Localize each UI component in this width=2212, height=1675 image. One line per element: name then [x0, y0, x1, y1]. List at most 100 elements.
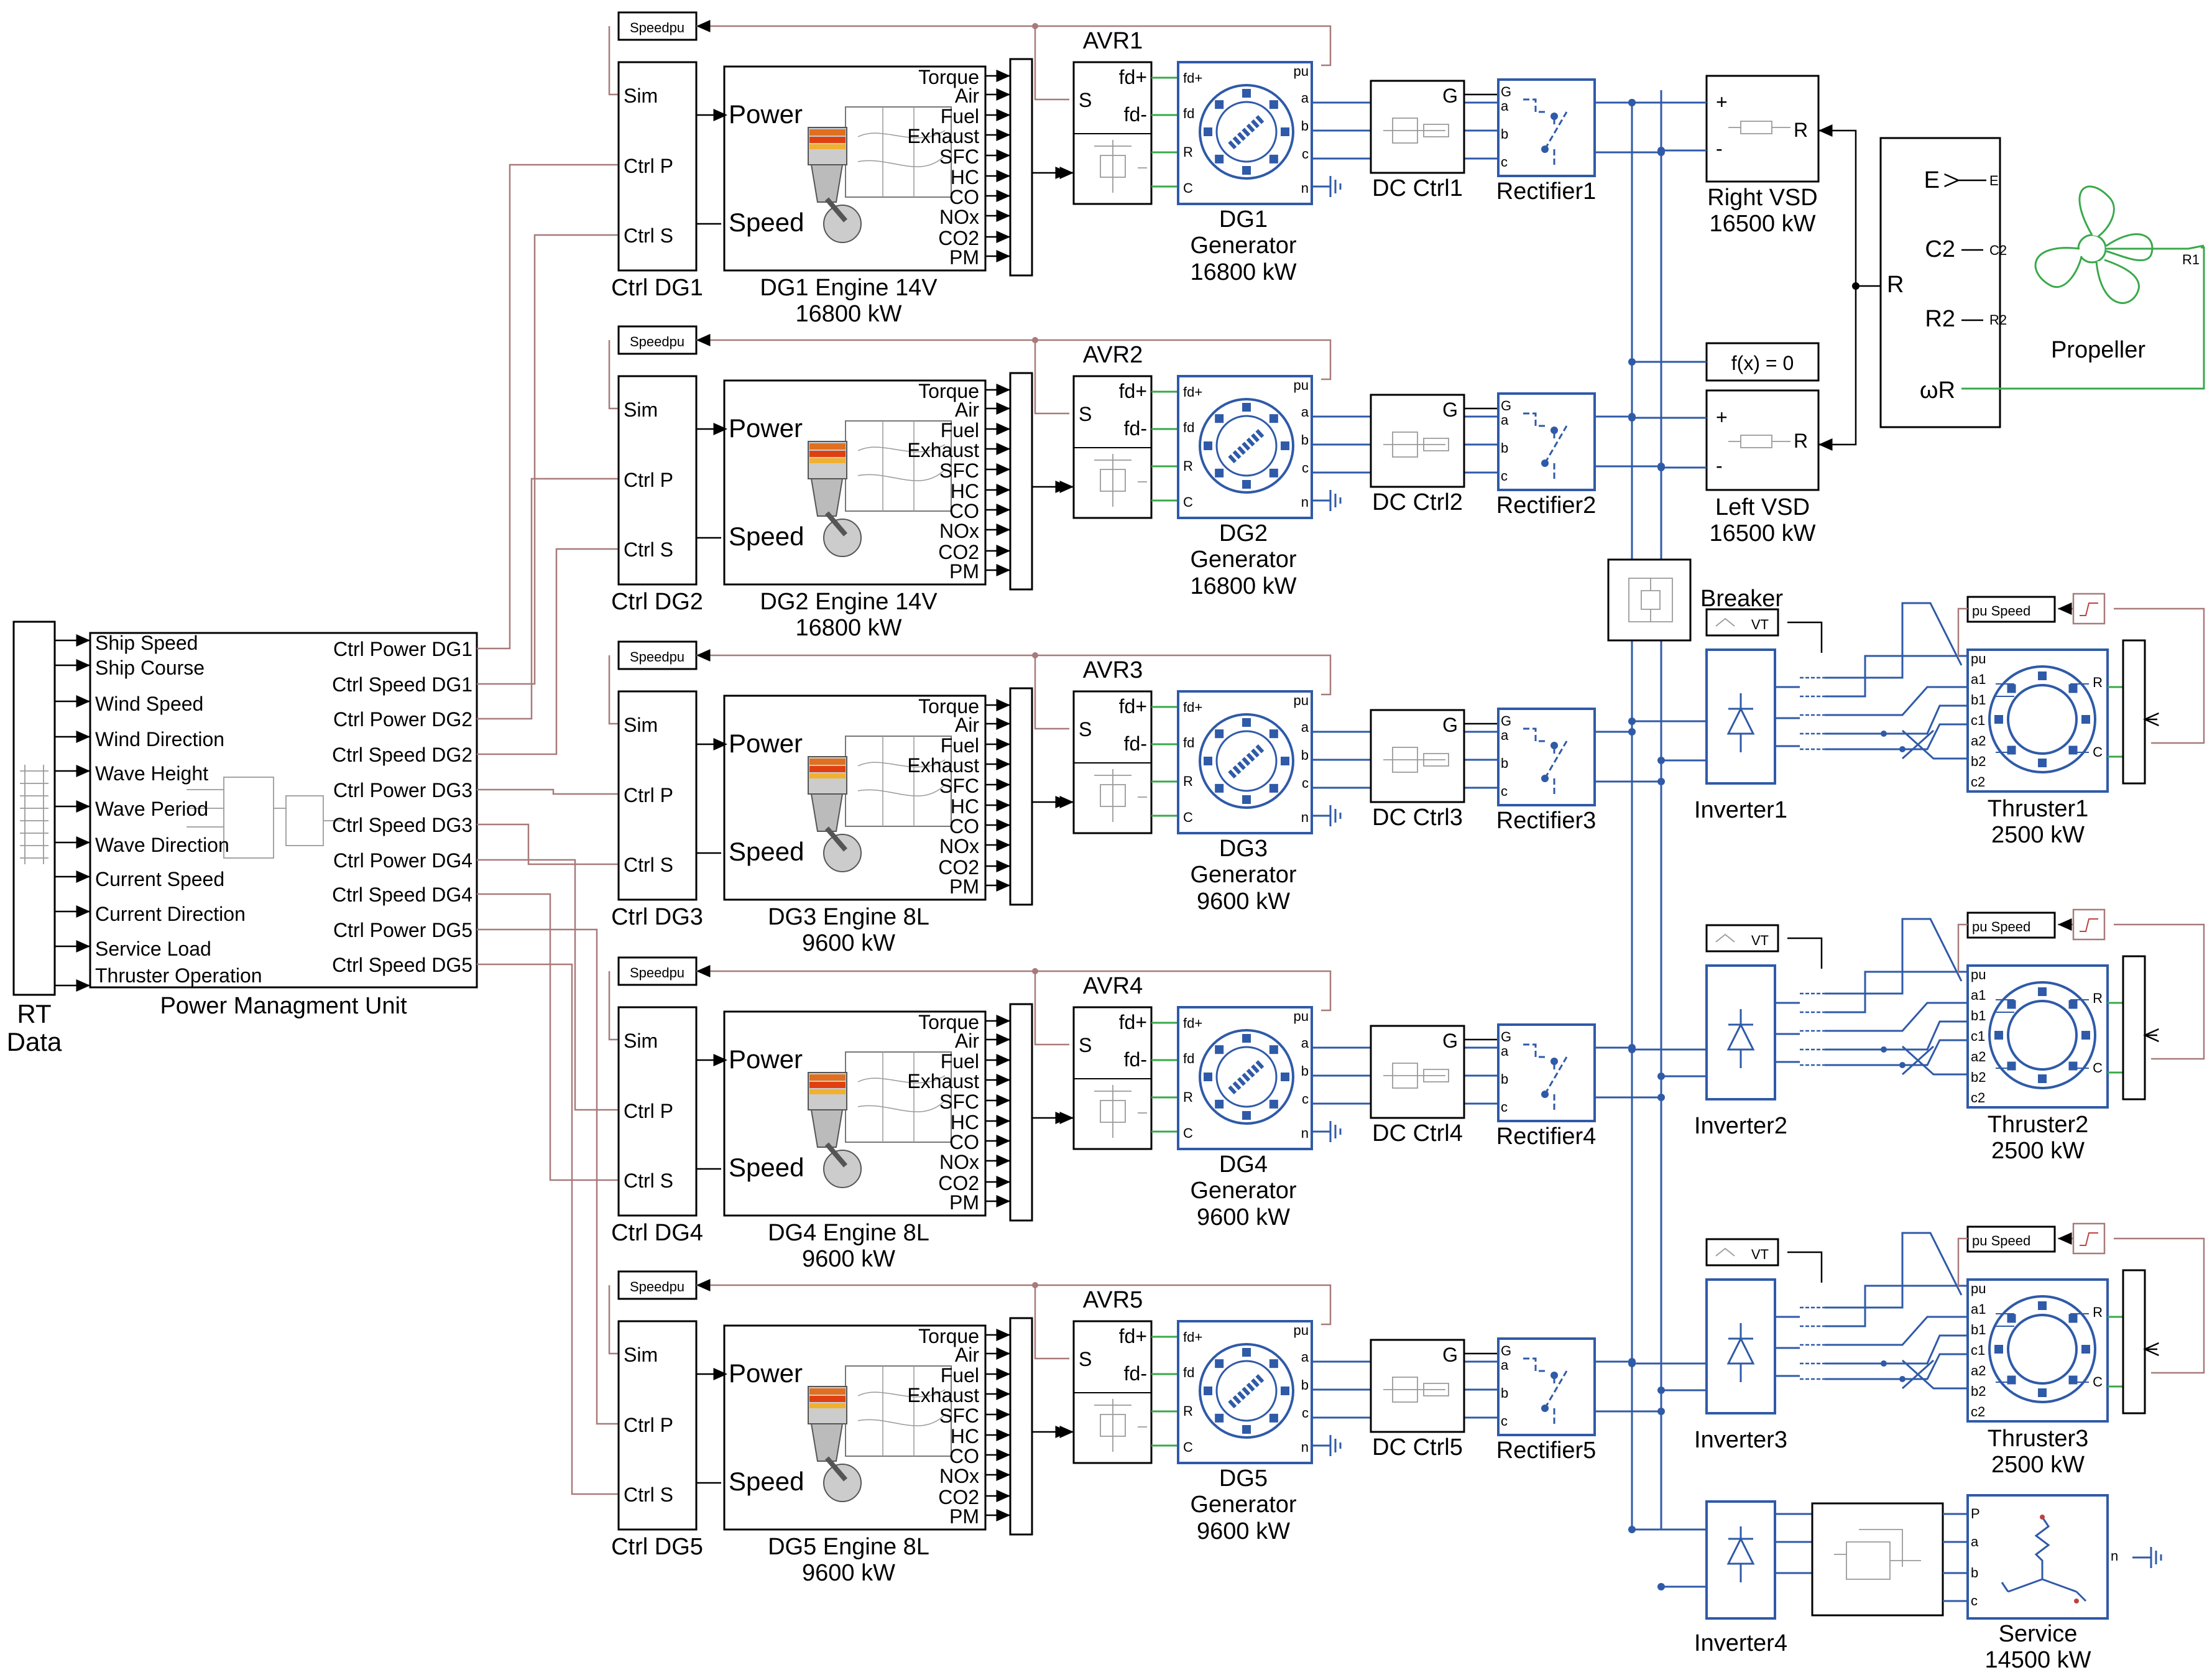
engine-speed-port-2: Speed — [729, 522, 804, 551]
rt-data-block[interactable]: RT Data — [7, 621, 62, 1056]
engine-speed-port-1: Speed — [729, 208, 804, 237]
dc-ctrl5[interactable]: GDC Ctrl5 — [1370, 1339, 1465, 1460]
thruster-switch-1[interactable] — [1800, 676, 1825, 750]
inverter3[interactable]: Inverter3 — [1694, 1278, 1787, 1453]
gen-label-3-4: 9600 kW — [1197, 1204, 1290, 1230]
speedpu-block-4[interactable]: Speedpu — [617, 956, 698, 986]
dc-ctrl3[interactable]: GDC Ctrl3 — [1370, 709, 1465, 831]
thr-port-3-1: c1 — [1971, 713, 1985, 728]
dc-ctrl4[interactable]: GDC Ctrl4 — [1370, 1025, 1465, 1147]
avr-fdminus-port-3: fd- — [1124, 732, 1147, 755]
service-controller[interactable] — [1811, 1502, 1944, 1617]
speedpu-block-1[interactable]: Speedpu — [617, 11, 698, 41]
inverter4-label: Inverter4 — [1694, 1630, 1787, 1656]
engine-out-5-1: HC — [951, 166, 979, 188]
breaker-block[interactable]: Breaker — [1607, 558, 1783, 642]
thruster-switch-2[interactable] — [1800, 992, 1825, 1066]
engine-out-4-2: SFC — [939, 459, 979, 482]
thr-port-5-2: b2 — [1971, 1069, 1986, 1085]
service-load-block[interactable]: P a b c n — [1966, 1494, 2118, 1620]
inverter1[interactable]: Inverter1 — [1694, 648, 1787, 823]
dg4-engine[interactable]: PowerSpeedTorqueAirFuelExhaustSFCHCCONOx… — [723, 1010, 987, 1272]
inverter2[interactable]: Inverter2 — [1694, 964, 1787, 1139]
vt-block-2[interactable]: VT — [1705, 924, 1779, 953]
dc-ctrl2[interactable]: GDC Ctrl2 — [1370, 394, 1465, 515]
svc-n-port: n — [2111, 1548, 2118, 1564]
engine-piston-icon — [808, 1051, 952, 1188]
pmu-input-10: Thruster Operation — [95, 964, 262, 987]
vt-label-3: VT — [1751, 1247, 1769, 1262]
avr-s-port-2: S — [1079, 403, 1092, 425]
dc-ctrl1[interactable]: GDC Ctrl1 — [1370, 80, 1465, 201]
gen-c-3: C — [1183, 810, 1193, 825]
gen-r-1: R — [1183, 144, 1193, 160]
dg3-engine[interactable]: PowerSpeedTorqueAirFuelExhaustSFCHCCONOx… — [723, 694, 987, 956]
inverter4[interactable]: Inverter4 — [1694, 1500, 1787, 1656]
engine-label-1-1: DG1 Engine 14V — [760, 275, 938, 301]
ctrl-p-port-2: Ctrl P — [624, 469, 673, 491]
engine-out-0-5: Torque — [918, 1325, 979, 1347]
avr-fdminus-port-5: fd- — [1124, 1362, 1147, 1385]
thruster-switch-3[interactable] — [1800, 1306, 1825, 1380]
speedpu-block-3[interactable]: Speedpu — [617, 640, 698, 670]
gen-n-1: n — [1301, 180, 1309, 196]
bus-creator-1[interactable] — [1009, 58, 1033, 277]
engine-label-2-5: 9600 kW — [802, 1560, 895, 1586]
dg1-engine[interactable]: PowerSpeedTorqueAirFuelExhaustSFCHCCONOx… — [723, 65, 987, 327]
vt-block-3[interactable]: VT — [1705, 1238, 1779, 1267]
gen-label-3-1: 16800 kW — [1190, 259, 1296, 285]
pmu-input-8: Current Direction — [95, 903, 246, 925]
fx-zero-block[interactable]: f(x) = 0 — [1705, 342, 1820, 382]
bus-creator-4[interactable] — [1009, 1003, 1033, 1222]
rectifier-label-4: Rectifier4 — [1496, 1124, 1597, 1150]
bus-creator-3[interactable] — [1009, 687, 1033, 906]
bus-creator-2[interactable] — [1009, 372, 1033, 591]
pu-speed-block-2[interactable]: pu Speed — [1966, 911, 2056, 939]
left-vsd[interactable]: + - R Left VSD 16500 kW — [1705, 389, 1820, 547]
engine-speed-port-5: Speed — [729, 1467, 804, 1496]
speedpu-block-5[interactable]: Speedpu — [617, 1270, 698, 1300]
speedpu-block-2[interactable]: Speedpu — [617, 325, 698, 355]
pu-speed-block-1[interactable]: pu Speed — [1966, 596, 2056, 623]
vt-block-1[interactable]: VT — [1705, 608, 1779, 637]
thruster-load-3[interactable] — [2122, 1269, 2146, 1414]
thruster-load-2[interactable] — [2122, 955, 2146, 1101]
right-vsd[interactable]: + - R Right VSD 16500 kW — [1705, 75, 1820, 237]
gen-b-4: b — [1301, 1063, 1309, 1079]
thr-port-0-1: pu — [1971, 651, 1986, 667]
dg2-engine[interactable]: PowerSpeedTorqueAirFuelExhaustSFCHCCONOx… — [723, 379, 987, 641]
thruster-load-1[interactable] — [2122, 639, 2146, 785]
dg5-engine[interactable]: PowerSpeedTorqueAirFuelExhaustSFCHCCONOx… — [723, 1324, 987, 1586]
bus-creator-5[interactable] — [1009, 1317, 1033, 1536]
engine-out-7-5: NOx — [939, 1465, 979, 1487]
rect-a-2: a — [1501, 412, 1509, 428]
propeller-shaft-block[interactable]: E C2 R2 ωR R E C2 R2 — [1818, 124, 2007, 451]
gen-a-3: a — [1301, 719, 1309, 735]
pu-speed-block-3[interactable]: pu Speed — [1966, 1225, 2056, 1253]
